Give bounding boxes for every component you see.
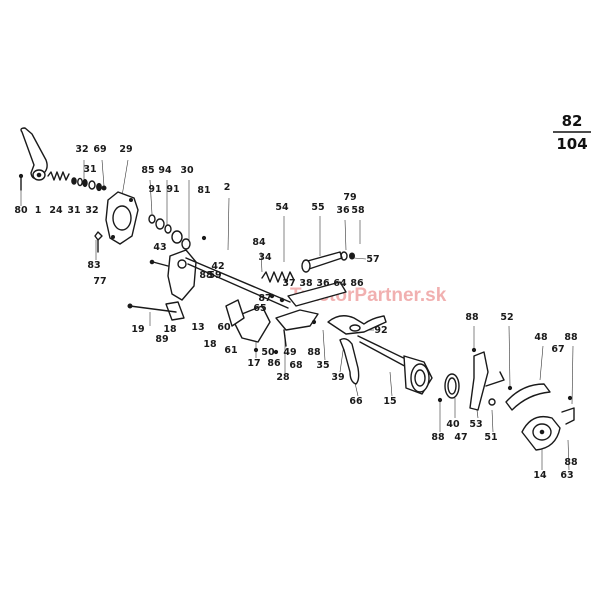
part-number-label: 53 [469,419,482,430]
gasket-ring [437,373,460,403]
part-number-label: 66 [349,396,363,407]
linkage-arms [225,281,347,355]
part-number-label: 86 [267,358,281,369]
part-number-label: 85 [141,165,154,176]
part-number-label: 64 [333,278,347,289]
part-number-label: 40 [446,419,460,430]
part-number-label: 14 [533,470,547,481]
part-number-label: 31 [83,164,96,175]
part-number-label: 36 [336,205,350,216]
curved-lever [505,383,551,411]
part-number-label: 88 [307,347,321,358]
part-number-label: 49 [283,347,296,358]
part-number-label: 88 [564,457,578,468]
part-number-label: 13 [191,322,204,333]
part-number-label: 15 [383,396,396,407]
part-number-label: 17 [247,358,260,369]
part-number-label: 30 [180,165,194,176]
selector-lever [339,337,360,385]
part-number-label: 43 [153,242,166,253]
end-cover [521,395,575,451]
part-number-label: 32 [85,205,98,216]
washer-stack [148,214,207,267]
crank-arm [469,347,505,411]
part-number-label: 87 [258,293,271,304]
part-number-label: 88 [431,432,445,443]
part-number-label: 91 [166,184,179,195]
leader-lines [20,159,574,471]
part-number-label: 54 [275,202,289,213]
part-number-label: 88 [465,312,479,323]
part-number-label: 65 [253,303,266,314]
part-number-label: 1 [35,205,42,216]
part-number-label: 61 [224,345,237,356]
part-number-label: 83 [87,260,100,271]
part-number-label: 52 [500,312,513,323]
part-number-label: 79 [343,192,356,203]
part-number-label: 63 [560,470,573,481]
page-reference: 82 104 [553,112,591,153]
part-number-label: 36 [316,278,330,289]
part-number-label: 50 [261,347,275,358]
part-number-label: 38 [299,278,313,289]
part-number-label: 2 [224,182,231,193]
page-ref-bottom: 104 [556,135,587,153]
part-number-label: 18 [203,339,217,350]
part-number-label: 24 [49,205,63,216]
part-number-label: 81 [197,185,210,196]
part-number-label: 32 [75,144,88,155]
part-number-label: 88 [199,270,213,281]
spring-and-bolt [261,251,355,283]
part-number-label: 48 [534,332,548,343]
part-number-label: 69 [93,144,106,155]
part-number-label: 84 [252,237,266,248]
part-number-label: 89 [155,334,168,345]
part-number-label: 94 [158,165,172,176]
part-number-label: 60 [217,322,231,333]
part-number-label: 67 [551,344,564,355]
part-number-label: 35 [316,360,329,371]
part-number-label: 77 [93,276,106,287]
part-number-label: 42 [211,261,224,272]
part-number-label: 86 [350,278,364,289]
part-number-label: 29 [119,144,132,155]
part-number-label: 92 [374,325,387,336]
housing-flange [94,191,139,253]
part-number-label: 59 [208,270,221,281]
part-number-label: 39 [331,372,344,383]
part-number-label: 58 [351,205,365,216]
part-number-label: 88 [564,332,578,343]
part-number-label: 55 [311,202,324,213]
bell-housing [403,355,433,395]
part-number-label: 37 [282,278,295,289]
shift-fork [327,315,417,371]
part-number-label: 18 [163,324,177,335]
part-number-label: 31 [67,205,80,216]
part-number-label: 47 [454,432,467,443]
part-number-label: 57 [366,254,379,265]
part-number-label: 51 [484,432,497,443]
part-number-label: 34 [258,252,272,263]
page-ref-top: 82 [562,112,583,130]
part-number-label: 28 [276,372,290,383]
part-number-label: 19 [131,324,144,335]
lever-handle-assembly [18,127,107,192]
part-number-label: 68 [289,360,303,371]
part-number-label: 91 [148,184,161,195]
part-number-label: 80 [14,205,28,216]
